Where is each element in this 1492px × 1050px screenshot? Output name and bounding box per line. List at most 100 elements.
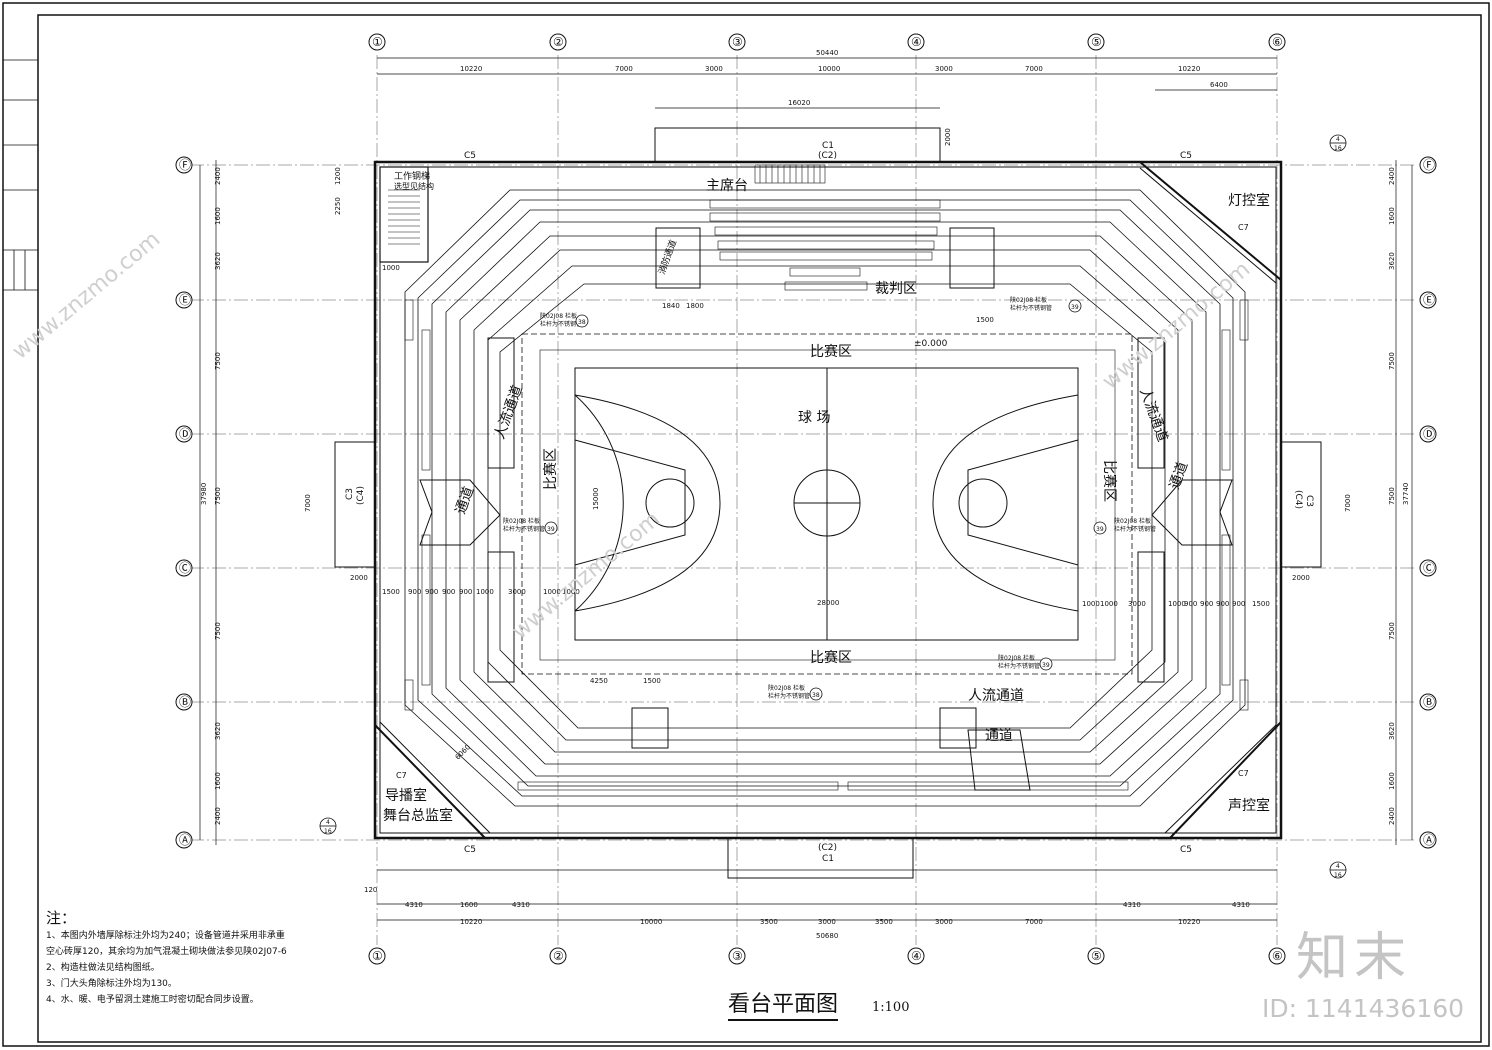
window-c3-left: C3 (345, 488, 355, 500)
top-dimension-lines (199, 57, 1413, 921)
dim-row-r3: 3000 (1128, 600, 1146, 608)
dim-top-6400: 6400 (1210, 81, 1228, 89)
label-competition-bottom: 比赛区 (810, 650, 852, 666)
dim-row-r4: 1000 (1168, 600, 1186, 608)
dim-row-r6: 900 (1200, 600, 1213, 608)
dim-top-seg-5: 3000 (935, 65, 953, 73)
dim-bottom-seg-4: 3000 (818, 918, 836, 926)
dim-row-2: 900 (408, 588, 421, 596)
axis-col-2-bottom: ② (553, 949, 564, 963)
dim-right-seg-3: 3620 (1388, 252, 1396, 270)
dim-bottom-seg-5: 3500 (875, 918, 893, 926)
dim-left-seg-8: 1600 (214, 772, 222, 790)
dim-right-seg-1: 2400 (1388, 167, 1396, 185)
dim-left-seg-3: 3620 (214, 252, 222, 270)
dim-misc-6: 1840 (662, 302, 680, 310)
window-c4-left: (C4) (356, 486, 366, 505)
axis-col-5-bottom: ⑤ (1091, 949, 1102, 963)
watermark-id: ID: 1141436160 (1262, 994, 1465, 1023)
label-sound-control: 声控室 (1228, 797, 1270, 814)
dim-top-seg-6: 7000 (1025, 65, 1043, 73)
note-line-3: 2、构造柱做法见结构图纸。 (46, 963, 160, 973)
railing-ref-6: 陕02J08 栏板 (998, 654, 1035, 662)
main-stand-seats (709, 164, 941, 291)
label-people-passage-bottom: 人流通道 (968, 688, 1024, 704)
axis-col-6-bottom: ⑥ (1272, 949, 1283, 963)
notes-title: 注： (46, 909, 77, 927)
dim-bottom-sub-5: 4310 (1232, 901, 1250, 909)
section-sheet-3: 16 (324, 828, 332, 835)
detail-num-4: 39 (1096, 526, 1104, 533)
axis-row-a-left: Ⓐ (179, 833, 191, 847)
window-c1-bottom: C1 (822, 854, 834, 864)
seating-tiers (404, 189, 1246, 807)
drawing-notes: 注： 1、本图内外墙厚除标注外均为240；设备管道井采用非承重 空心砖厚120，… (46, 910, 376, 1008)
axis-col-3-top: ③ (732, 35, 743, 49)
dim-row-8: 1000 (543, 588, 561, 596)
axis-row-b-right: Ⓑ (1423, 695, 1435, 709)
dim-bottom-seg-8: 10220 (1178, 918, 1200, 926)
note-line-5: 4、水、暖、电予留洞土建施工时密切配合同步设置。 (46, 995, 259, 1005)
dim-right-seg-9: 2400 (1388, 807, 1396, 825)
detail-num-5: 38 (812, 692, 820, 699)
dim-misc-5: 1800 (686, 302, 704, 310)
label-referee-area: 裁判区 (875, 281, 917, 297)
dim-misc-2: 1200 (334, 167, 342, 185)
window-c7-bottom: C7 (1238, 769, 1249, 778)
dim-left-seg-4: 7500 (214, 352, 222, 370)
axis-row-b-left: Ⓑ (179, 695, 191, 709)
axis-row-d-right: Ⓓ (1423, 427, 1435, 441)
section-sheet-1: 16 (1334, 145, 1342, 152)
dim-left-seg-9: 2400 (214, 807, 222, 825)
window-c2-bottom: (C2) (818, 843, 837, 853)
dim-top-total: 50440 (816, 49, 838, 57)
dim-top-seg-3: 3000 (705, 65, 723, 73)
dim-top-16020: 16020 (788, 99, 810, 107)
dim-bottom-sub-1: 4310 (405, 901, 423, 909)
axis-row-c-left: Ⓒ (179, 561, 191, 575)
axis-row-d-left: Ⓓ (179, 427, 191, 441)
watermark-brand: 知末 (1296, 928, 1413, 988)
dim-court-width: 15000 (592, 488, 600, 510)
railing-note-1: 栏杆为不锈钢管 (540, 320, 582, 328)
section-sheet-2: 16 (1334, 872, 1342, 879)
watermark-url-1: www.znzmo.com (8, 227, 165, 365)
note-line-2: 空心砖厚120，其余均为加气混凝土砌块做法参见陕02J07-6 (46, 947, 287, 957)
drawing-title: 看台平面图 (728, 986, 839, 1021)
railing-note-4: 栏杆为不锈钢管 (1114, 525, 1156, 533)
dim-left-seg-1: 2400 (214, 167, 222, 185)
watermark-url-3: www.znzmo.com (1098, 257, 1255, 395)
window-c2-top: (C2) (818, 151, 837, 161)
detail-num-6: 39 (1042, 662, 1050, 669)
drawing-scale: 1:100 (872, 1000, 910, 1015)
dim-right-seg-7: 3620 (1388, 722, 1396, 740)
dim-row-r9: 1500 (1252, 600, 1270, 608)
dim-bottom-sub-2: 1600 (460, 901, 478, 909)
label-competition-right: 比赛区 (1101, 460, 1117, 502)
dim-bottom-sub-3: 4310 (512, 901, 530, 909)
dim-top-seg-4: 10000 (818, 65, 840, 73)
railing-note-2: 栏杆为不锈钢管 (1010, 304, 1052, 312)
dim-misc-11: 120 (364, 886, 377, 894)
axis-col-6-top: ⑥ (1272, 35, 1283, 49)
dim-top-seg-1: 10220 (460, 65, 482, 73)
dim-bottom-seg-2: 10000 (640, 918, 662, 926)
axis-row-a-right: Ⓐ (1423, 833, 1435, 847)
dim-door-left: 7000 (304, 494, 312, 512)
window-c7-left: C7 (396, 771, 407, 780)
axis-col-3-bottom: ③ (732, 949, 743, 963)
dim-right-seg-4: 7500 (1388, 352, 1396, 370)
dim-misc-8: 4250 (590, 677, 608, 685)
detail-num-1: 38 (578, 319, 586, 326)
label-see-structure: 选型见结构 (394, 181, 434, 191)
dim-row-5: 900 (459, 588, 472, 596)
dim-bottom-seg-6: 3000 (935, 918, 953, 926)
note-line-4: 3、门大头角除标注外均为130。 (46, 979, 177, 989)
dim-row-9: 1000 (562, 588, 580, 596)
vomitories (419, 227, 1233, 791)
dim-row-1: 1500 (382, 588, 400, 596)
window-c7-top: C7 (1238, 223, 1249, 232)
railing-ref-2: 陕02J08 栏板 (1010, 296, 1047, 304)
drawing-frame (37, 14, 1482, 1043)
